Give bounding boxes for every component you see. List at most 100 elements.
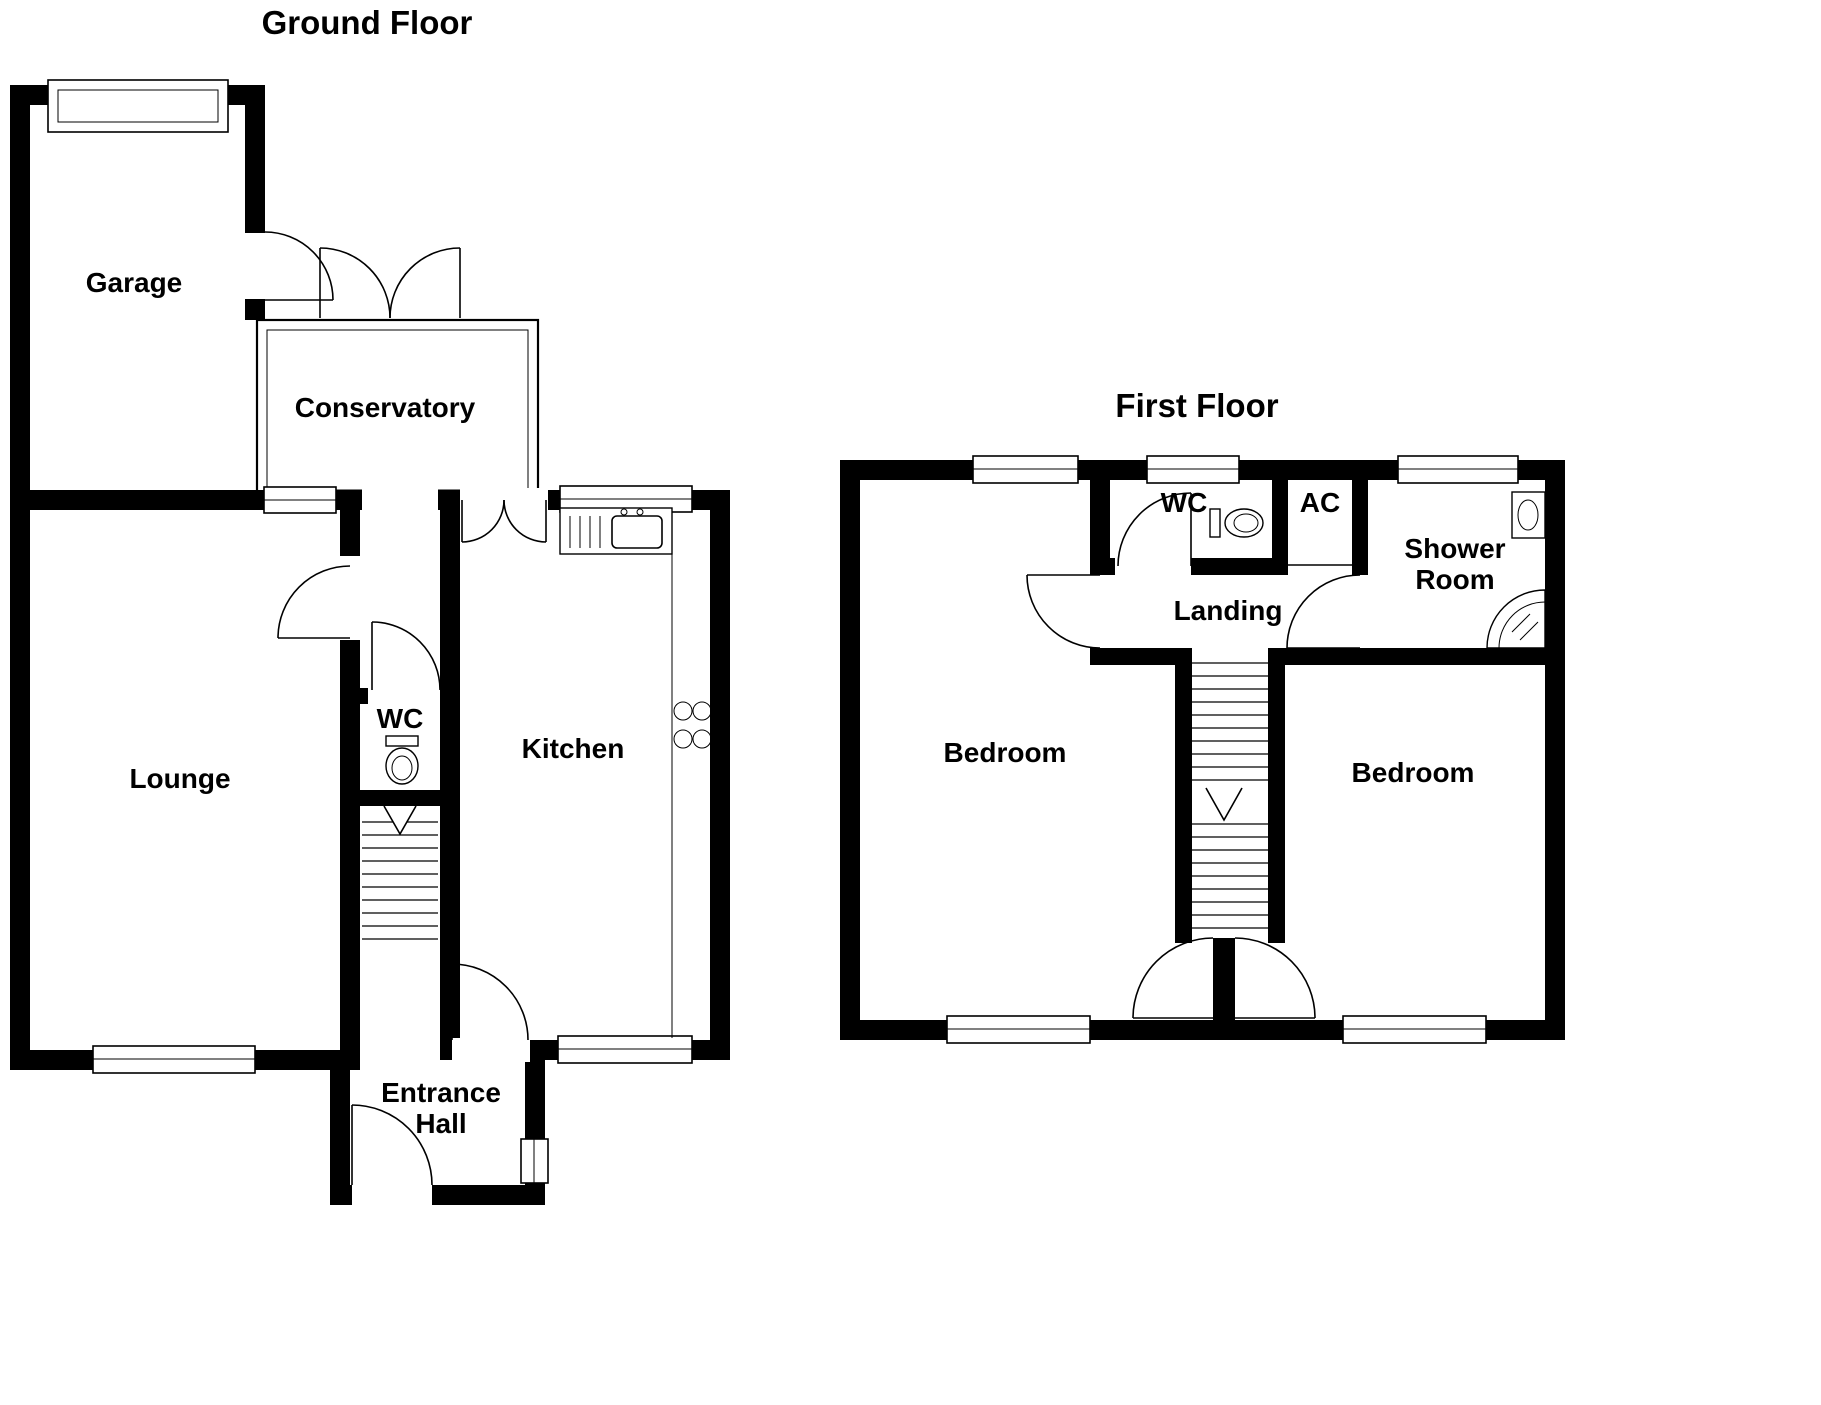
door — [1132, 937, 1214, 1019]
room-label-wc-ground: WC — [377, 703, 424, 734]
garage-door — [47, 79, 229, 133]
sink-drainer-lines — [569, 516, 601, 548]
door-arc — [503, 499, 547, 543]
garage-door-panel — [57, 89, 219, 123]
door — [1234, 937, 1316, 1019]
room-label-landing: Landing — [1174, 595, 1283, 626]
toilet-bowl — [1224, 508, 1264, 538]
door-arc — [371, 621, 441, 691]
door-opening — [368, 686, 440, 706]
room-label-shower-line1: Shower — [1404, 533, 1505, 564]
door-arc — [264, 231, 334, 301]
room-label-bedroom-right: Bedroom — [1352, 757, 1475, 788]
wall — [1268, 648, 1545, 665]
stair-break-line — [383, 805, 417, 836]
garage-door-frame — [47, 79, 229, 133]
room-label-ac: AC — [1300, 487, 1340, 518]
door-opening — [243, 233, 267, 299]
wall — [1090, 480, 1110, 575]
door — [277, 565, 351, 639]
staircase-ground — [362, 805, 438, 940]
door-arc — [277, 565, 351, 639]
conservatory-floor — [255, 318, 540, 502]
wall — [1090, 648, 1192, 665]
toilet-icon — [1209, 508, 1264, 538]
door-arc — [1286, 574, 1361, 649]
first-floor-windows — [946, 455, 1519, 1044]
toilet-cistern — [385, 735, 419, 747]
room-label-bedroom-left: Bedroom — [944, 737, 1067, 768]
door — [1117, 492, 1192, 567]
door-arc — [351, 1104, 433, 1186]
window — [1397, 455, 1519, 484]
toilet-bowl-inner — [391, 755, 413, 781]
front-door — [351, 1104, 433, 1186]
door-arc — [1234, 937, 1316, 1019]
door-opening — [1115, 556, 1191, 577]
window — [263, 486, 337, 514]
door-arc — [319, 247, 391, 319]
door — [461, 499, 505, 543]
door-opening — [338, 556, 362, 640]
door — [1286, 574, 1361, 649]
window — [946, 1015, 1091, 1044]
door — [503, 499, 547, 543]
wall — [1213, 938, 1235, 1020]
door — [389, 247, 461, 319]
first-floor-plan: First Floor WC AC Shower Room Landing Be… — [840, 387, 1565, 1044]
wall — [1268, 648, 1285, 943]
door-arc — [389, 247, 461, 319]
window — [520, 1138, 549, 1184]
ground-floor-doors — [264, 231, 547, 1186]
first-floor-doors — [1026, 492, 1361, 1019]
basin-icon — [1511, 491, 1546, 539]
stair-treads — [1192, 662, 1268, 781]
toilet-icon — [385, 735, 419, 785]
stair-break-line — [1205, 787, 1243, 822]
door — [1026, 574, 1101, 649]
room-label-kitchen: Kitchen — [522, 733, 625, 764]
hob-ring — [673, 729, 693, 749]
sink-icon — [559, 507, 673, 555]
door — [371, 621, 441, 691]
window — [92, 1045, 256, 1074]
shower-icon — [1486, 589, 1546, 649]
room-label-wc-first: WC — [1161, 487, 1208, 518]
door-opening — [452, 1038, 530, 1062]
wall — [1352, 480, 1368, 575]
sink-tap — [620, 508, 628, 516]
wall — [330, 1060, 350, 1205]
wall — [710, 490, 730, 1060]
shower-drain-lines — [1511, 613, 1539, 641]
room-label-shower-line2: Room — [1415, 564, 1494, 595]
door — [451, 963, 529, 1041]
wall — [840, 460, 860, 1040]
door-arc — [1026, 574, 1101, 649]
room-label-conservatory: Conservatory — [295, 392, 476, 423]
ground-floor-title: Ground Floor — [262, 4, 473, 41]
hob-ring — [692, 729, 712, 749]
hob-ring — [692, 701, 712, 721]
window — [557, 1035, 693, 1064]
first-floor-title: First Floor — [1115, 387, 1278, 424]
ground-floor-openings — [243, 233, 548, 1207]
door-arc — [461, 499, 505, 543]
door — [264, 231, 334, 301]
shower-tray-inner — [1498, 601, 1546, 649]
wall — [355, 790, 460, 806]
sink-tap — [636, 508, 644, 516]
wall — [1272, 480, 1288, 575]
wall — [10, 85, 30, 1070]
staircase-first — [1192, 662, 1268, 929]
door-arc — [1117, 492, 1192, 567]
room-label-entrance-hall-line1: Entrance — [381, 1077, 501, 1108]
toilet-bowl — [385, 747, 419, 785]
shower-tray — [1486, 589, 1546, 649]
sink-bowl — [611, 515, 663, 549]
stair-treads — [1192, 823, 1268, 929]
room-label-entrance-hall-line2: Hall — [415, 1108, 466, 1139]
ground-floor-plan: Ground Floor Garage Conservatory Lounge … — [10, 4, 730, 1207]
wall — [1175, 648, 1192, 943]
